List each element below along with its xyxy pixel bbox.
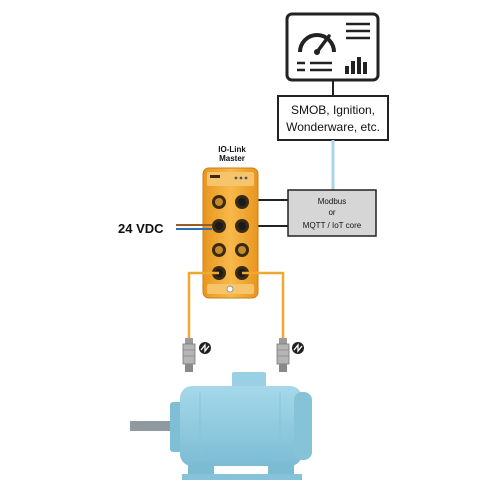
vibration-sensor-left <box>182 338 196 372</box>
port-row-2 <box>212 219 249 233</box>
protocol-line3: MQTT / IoT core <box>303 221 362 230</box>
sensor-cable-left <box>187 271 219 338</box>
master-title-line1: IO-Link <box>218 145 246 154</box>
iolink-symbol-icon-left <box>199 342 211 354</box>
vibration-sensor-right <box>276 338 290 372</box>
protocol-line2: or <box>328 208 335 217</box>
iolink-master-module <box>202 167 259 299</box>
port-row-1 <box>212 195 249 209</box>
protocol-box: Modbus or MQTT / IoT core <box>287 189 377 237</box>
electric-motor-icon <box>130 372 312 480</box>
scada-label-line1: SMOB, Ignition, <box>291 103 375 117</box>
sensor-cable-right <box>242 271 285 338</box>
iolink-symbol-icon-right <box>292 342 304 354</box>
scada-software-box: SMOB, Ignition, Wonderware, etc. <box>277 95 389 141</box>
protocol-line1: Modbus <box>318 197 346 206</box>
scada-label-line2: Wonderware, etc. <box>286 120 380 134</box>
master-title-line2: Master <box>219 154 245 163</box>
dashboard-monitor-icon <box>285 12 380 82</box>
port-row-3 <box>212 243 249 257</box>
power-label: 24 VDC <box>118 221 164 236</box>
